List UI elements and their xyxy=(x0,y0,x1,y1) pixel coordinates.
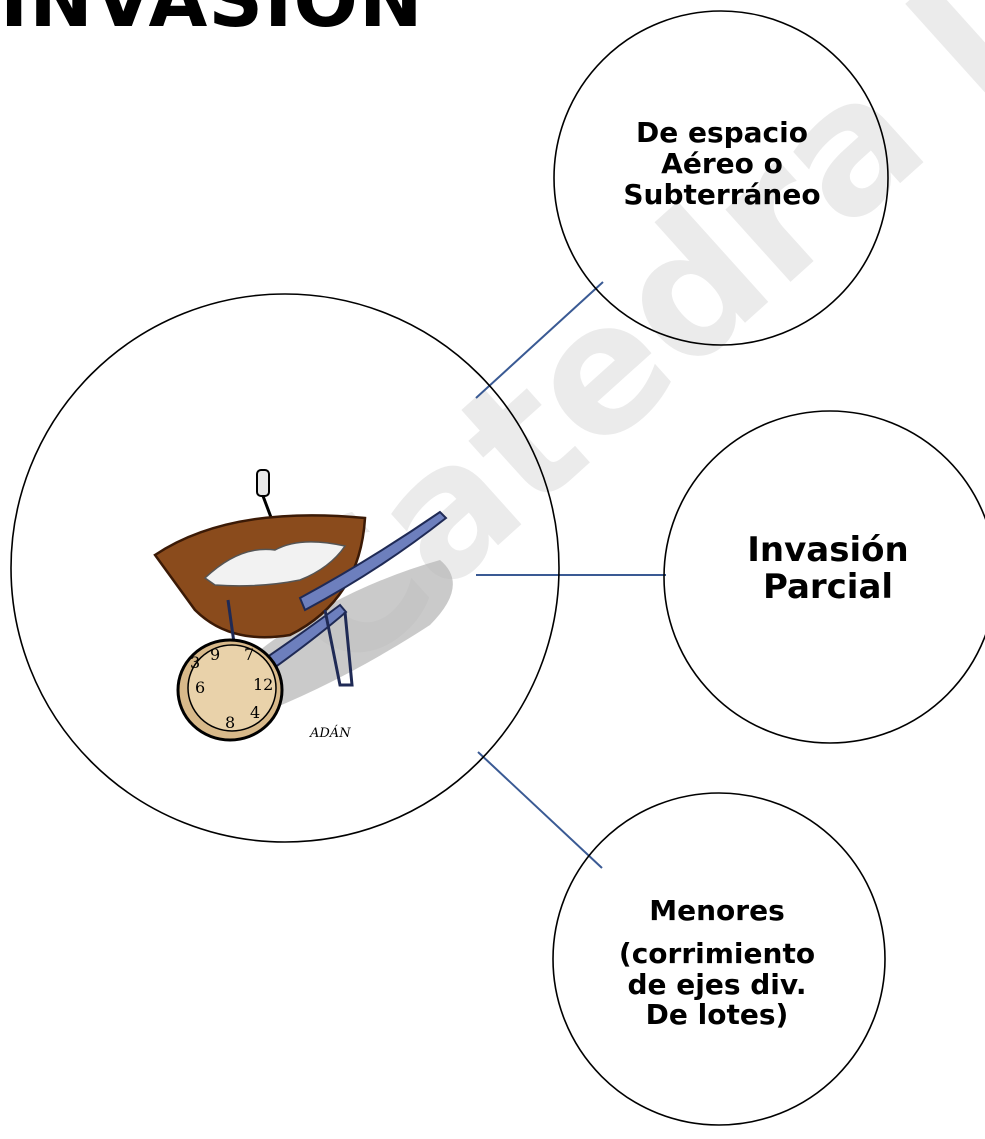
node-circle-menores xyxy=(552,792,886,1126)
node-menores-line-4: De lotes) xyxy=(645,998,789,1032)
svg-text:4: 4 xyxy=(250,703,260,722)
node-aereo-line-3: Subterráneo xyxy=(623,177,821,211)
svg-text:6: 6 xyxy=(195,678,205,697)
connector-aereo xyxy=(475,281,604,399)
svg-text:8: 8 xyxy=(225,713,235,732)
node-parcial-line-1: Invasión xyxy=(747,530,909,570)
node-menores-line-1: Menores xyxy=(649,894,785,927)
node-menores-line-3: de ejes div. xyxy=(627,967,807,1001)
artist-signature: ADÁN xyxy=(309,725,351,741)
node-parcial-line-2: Parcial xyxy=(762,567,894,608)
svg-text:9: 9 xyxy=(210,645,220,664)
node-aereo-line-1: De espacio xyxy=(635,116,808,149)
svg-text:7: 7 xyxy=(244,645,254,664)
page-title: INVASIÓN xyxy=(0,0,424,40)
svg-text:12: 12 xyxy=(253,675,273,694)
svg-text:3: 3 xyxy=(190,653,200,672)
node-menores-line-2: (corrimiento xyxy=(618,936,816,970)
node-label-aereo: De espacio Aéreo o Subterráneo xyxy=(588,116,856,211)
connector-menores xyxy=(477,751,603,869)
node-label-parcial: Invasión Parcial xyxy=(708,530,948,608)
node-aereo-line-2: Aéreo o xyxy=(661,146,783,180)
wheelbarrow-clock-icon: 3 9 7 6 12 8 4 ADÁN xyxy=(153,469,453,742)
node-circle-parcial xyxy=(663,410,985,744)
node-label-menores: Menores (corrimiento de ejes div. De lot… xyxy=(583,894,851,1032)
central-circle xyxy=(10,293,560,843)
node-circle-aereo xyxy=(553,10,889,346)
